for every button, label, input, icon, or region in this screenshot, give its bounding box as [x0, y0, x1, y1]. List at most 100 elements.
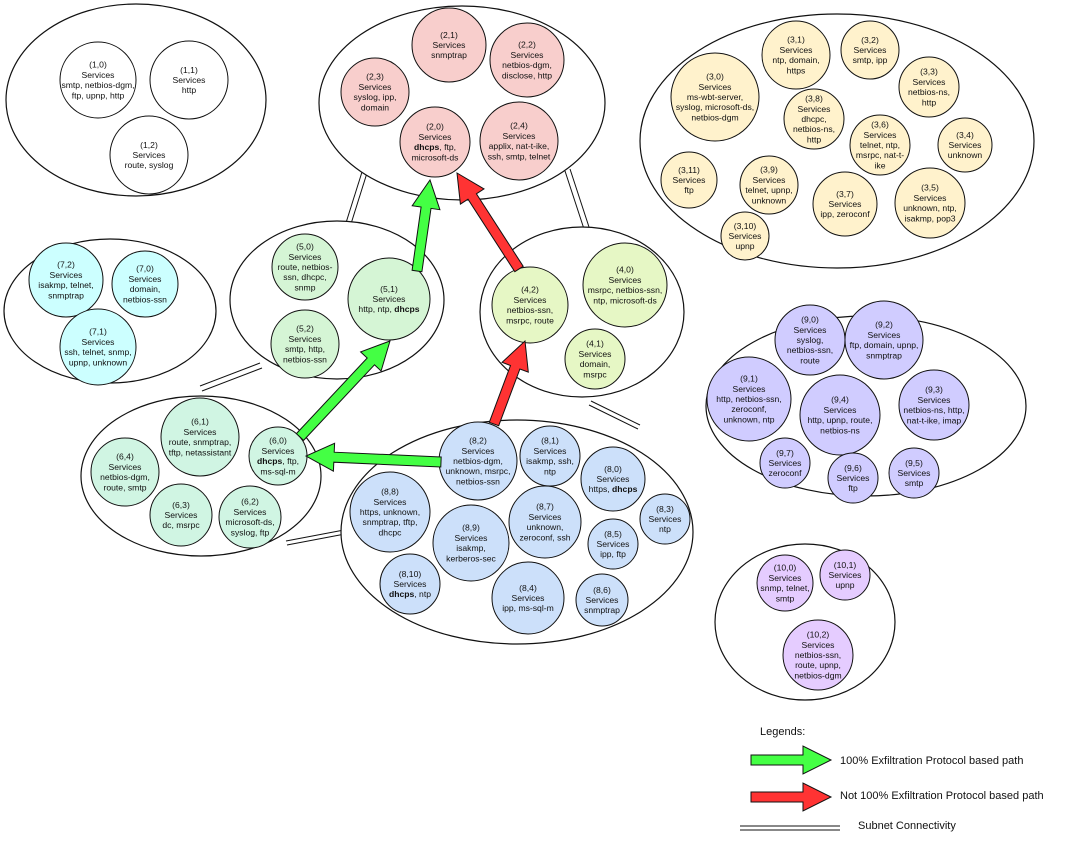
host-circle [479, 101, 559, 181]
host-circle [587, 518, 639, 570]
host-label-line: (10,1) [834, 560, 857, 570]
host-circle [937, 117, 993, 173]
host-label-line: (8,4) [519, 583, 537, 593]
host-label-line: (9,2) [875, 320, 893, 330]
red-arrow-4-2-to-2-0 [456, 172, 524, 273]
legend-connectivity-line [740, 825, 840, 831]
host-label-line: msrpc, nat-t- [856, 150, 904, 160]
legend-green-label: 100% Exfiltration Protocol based path [840, 755, 1023, 767]
host-circle [761, 20, 831, 90]
host-label-line: ms-wbt-server, [687, 92, 743, 102]
host-label-line: (1,2) [140, 140, 158, 150]
host-label-line: Services [949, 140, 982, 150]
host-label-line: (3,11) [678, 165, 700, 175]
host-label-line: (3,3) [920, 67, 938, 77]
host-label-line: https [787, 65, 806, 75]
host-label-line: Services [854, 45, 887, 55]
host-label-line: (7,2) [57, 260, 75, 270]
host-label-line: (4,0) [616, 265, 634, 275]
host-circle [379, 553, 441, 615]
host-label-line: ftp, upnp, http [72, 90, 125, 100]
host-label-line: smtp, http, [285, 344, 325, 354]
host-label-line: Services [733, 384, 766, 394]
host-label-line: (3,2) [861, 35, 879, 45]
host-label-line: snmptrap [584, 605, 620, 615]
host-label-line: Services [837, 473, 870, 483]
host-circle [840, 20, 900, 80]
host-label-line: (8,7) [536, 502, 554, 512]
host-label-line: ipp, ms-sql-m [502, 603, 554, 613]
host-label-line: smtp [776, 593, 795, 603]
host-label-line: https, unknown, [360, 507, 420, 517]
host-label-line: ftp [684, 185, 694, 195]
host-label-line: (5,0) [296, 242, 314, 252]
host-label-line: (3,8) [805, 94, 823, 104]
host-label-line: Services [109, 462, 142, 472]
host-circle [575, 573, 629, 627]
host-label-line: isakmp, [456, 543, 486, 553]
host-label-line: dhcps, ftp, [414, 142, 456, 152]
host-label-line: (3,1) [787, 35, 805, 45]
host-label-line: route, smtp [104, 482, 147, 492]
host-circle [149, 483, 213, 547]
host-label-line: msrpc, route [506, 315, 554, 325]
host-label-line: (4,1) [586, 339, 604, 349]
host-label-line: dhcpc [379, 527, 403, 537]
host-circle [28, 242, 104, 318]
host-label-line: (7,1) [89, 327, 107, 337]
host-circle [759, 437, 811, 489]
host-label-line: (2,2) [518, 40, 536, 50]
host-label-line: netbios-ns, http, [903, 405, 964, 415]
green-arrow-6-0-to-5-1 [295, 340, 391, 442]
host-label-line: Services [798, 104, 831, 114]
host-label-line: Services [234, 507, 267, 517]
host-label-line: (9,0) [801, 315, 819, 325]
legend-title: Legends: [760, 726, 805, 738]
host-label-line: Services [913, 77, 946, 87]
host-label-line: Services [289, 252, 322, 262]
host-label-line: (2,4) [510, 121, 528, 131]
host-label-line: http [807, 134, 822, 144]
host-label-line: Services [597, 474, 630, 484]
host-label-line: snmptrap [48, 290, 84, 300]
host-label-line: ipp, ftp [600, 549, 626, 559]
